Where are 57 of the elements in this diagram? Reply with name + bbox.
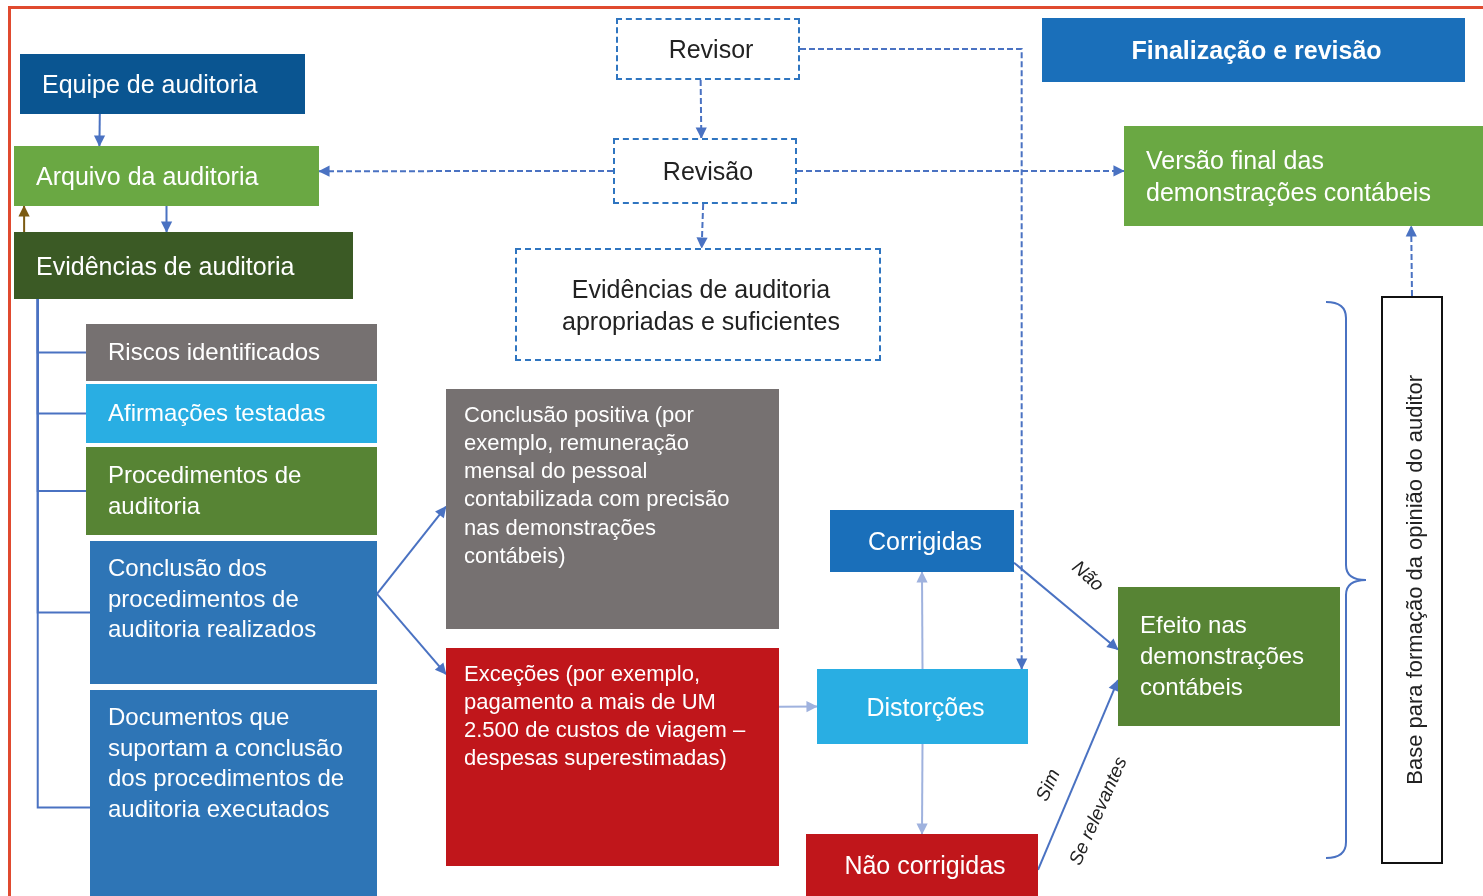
process-box (1118, 587, 1340, 726)
process-box (446, 648, 779, 866)
arrow (916, 571, 928, 670)
node-text: Documentos que suportam a conclusão dos procedimentos de auditoria executados (108, 702, 346, 825)
node-text: Evidências de auditoria (36, 250, 295, 282)
process-box (20, 54, 305, 114)
node-text: Conclusão dos procedimentos de auditoria realizados (108, 553, 318, 645)
process-box (830, 510, 1014, 572)
arrow (799, 48, 1028, 670)
arrow (1013, 561, 1119, 651)
process-box (1042, 18, 1465, 82)
node-text: Corrigidas (868, 526, 982, 557)
process-box (86, 384, 377, 443)
arrow (376, 505, 447, 595)
process-box (817, 669, 1028, 744)
node-text: Efeito nas demonstrações contábeis (1140, 610, 1306, 702)
arrow (1037, 679, 1120, 871)
process-box (90, 541, 377, 684)
process-box (806, 834, 1038, 896)
node-text: Conclusão positiva (por exemplo, remuneração mensal do pessoal contabilizada com precisão nas demonstrações contábeis) (464, 401, 731, 570)
connector-line (36, 298, 91, 809)
arrow (318, 165, 614, 177)
node-text: Procedimentos de auditoria (108, 460, 303, 521)
node-text: Revisor (668, 34, 754, 65)
arrow (160, 205, 173, 233)
arrow (916, 743, 928, 835)
node-text: Não corrigidas (844, 850, 1006, 881)
process-box (14, 232, 353, 299)
process-box (90, 690, 377, 896)
node-text: Finalização e revisão (1131, 35, 1382, 66)
arrow (93, 113, 106, 147)
process-box (1124, 126, 1483, 226)
node-text: Versão final das demonstrações contábeis (1146, 145, 1432, 208)
process-box (613, 138, 797, 204)
node-text: Revisão (662, 156, 754, 187)
process-box (446, 389, 779, 629)
arrow (778, 700, 818, 713)
arrow (695, 79, 707, 139)
arrow (696, 203, 708, 249)
process-box (86, 324, 377, 381)
arrow (796, 165, 1125, 177)
node-text: Arquivo da auditoria (36, 161, 259, 192)
process-box (616, 18, 800, 80)
node-text: Riscos identificados (108, 337, 321, 368)
node-text: Base para formação da opinião do auditor (1400, 375, 1428, 785)
arrow (1405, 225, 1417, 297)
node-text: Evidências de auditoria apropriadas e suficientes (561, 273, 841, 337)
node-text: Distorções (866, 691, 985, 723)
arrow (376, 592, 447, 676)
process-box (515, 248, 881, 361)
process-box (14, 146, 319, 206)
node-text: Equipe de auditoria (42, 69, 258, 100)
arrow (18, 205, 30, 233)
outlined-box (1381, 296, 1443, 864)
process-box (86, 447, 377, 535)
node-text: Afirmações testadas (108, 398, 326, 429)
node-text: Exceções (por exemplo, pagamento a mais de UM 2.500 de custos de viagem – despesas superestimadas) (464, 660, 747, 773)
